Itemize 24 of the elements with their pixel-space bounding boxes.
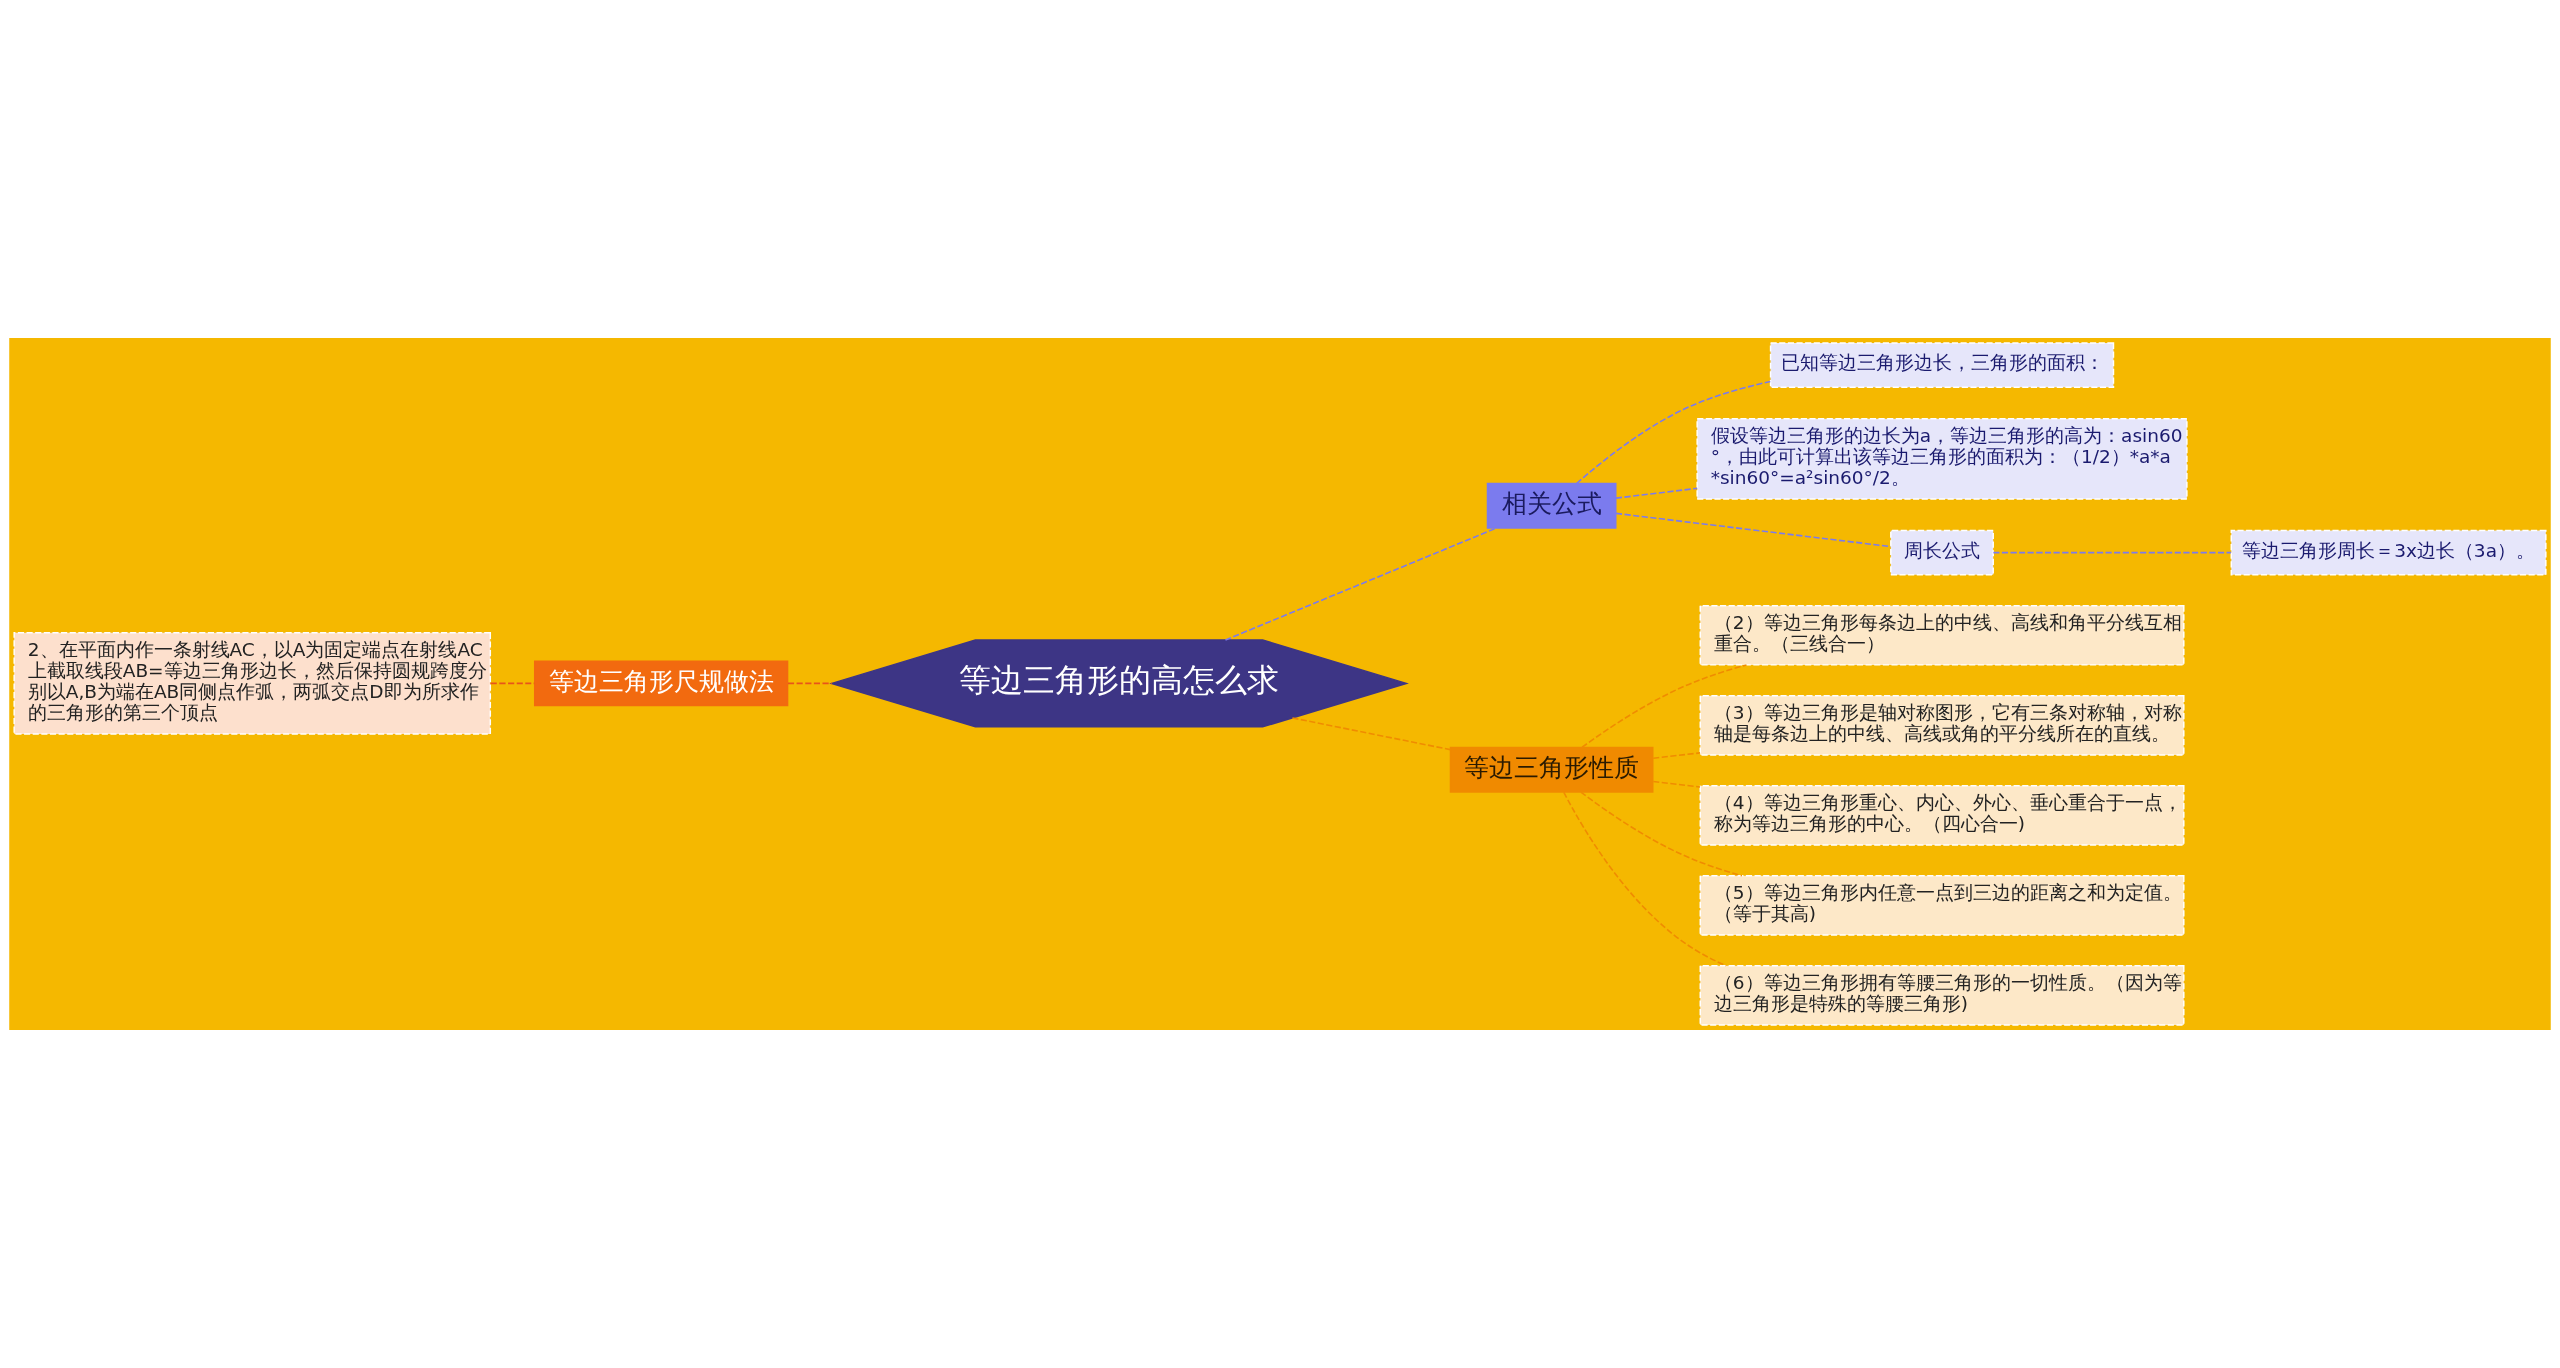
connector (1580, 791, 1743, 877)
node-box: 2、在平面内作一条射线AC，以A为固定端点在射线AC上截取线段AB=等边三角形边长，然后保持圆规跨度分别以A,B为端在AB同侧点作弧，两弧交点D即为所求作的三角形的第三个顶点 (13, 632, 492, 735)
connector (1992, 551, 2232, 554)
connector (1291, 717, 1451, 751)
node-box: 假设等边三角形的边长为a，等边三角形的高为：asin60°，由此可计算出该等边三角形的面积为：（1/2）*a*a*sin60°=a²sin60°/2。 (1696, 418, 2188, 500)
connector (1615, 512, 1892, 548)
connector (787, 682, 833, 685)
node-box: （4）等边三角形重心、内心、外心、垂心重合于一点，称为等边三角形的中心。（四心合一) (1699, 785, 2185, 846)
node-box: 周长公式 (1890, 529, 1994, 576)
connector (1576, 380, 1772, 485)
connector (1652, 780, 1701, 788)
connector (1652, 752, 1701, 760)
connector (1224, 527, 1497, 641)
node-box: （5）等边三角形内任意一点到三边的距离之和为定值。（等于其高) (1699, 875, 2185, 936)
connector (1615, 487, 1698, 499)
node-box: 等边三角形性质 (1449, 746, 1654, 793)
node-box: 相关公式 (1486, 482, 1617, 529)
node-box: （3）等边三角形是轴对称图形，它有三条对称轴，对称轴是每条边上的中线、高线或角的平分线所在的直线。 (1699, 695, 2185, 756)
node-box: 等边三角形周长＝3x边长（3a）。 (2230, 529, 2547, 576)
node-box: （2）等边三角形每条边上的中线、高线和角平分线互相重合。（三线合一） (1699, 604, 2185, 666)
node-box: 已知等边三角形边长，三角形的面积： (1769, 342, 2115, 389)
node-box: 等边三角形尺规做法 (533, 660, 789, 707)
node-box: （6）等边三角形拥有等腰三角形的一切性质。（因为等边三角形是特殊的等腰三角形) (1699, 965, 2185, 1026)
connector (1581, 664, 1748, 749)
